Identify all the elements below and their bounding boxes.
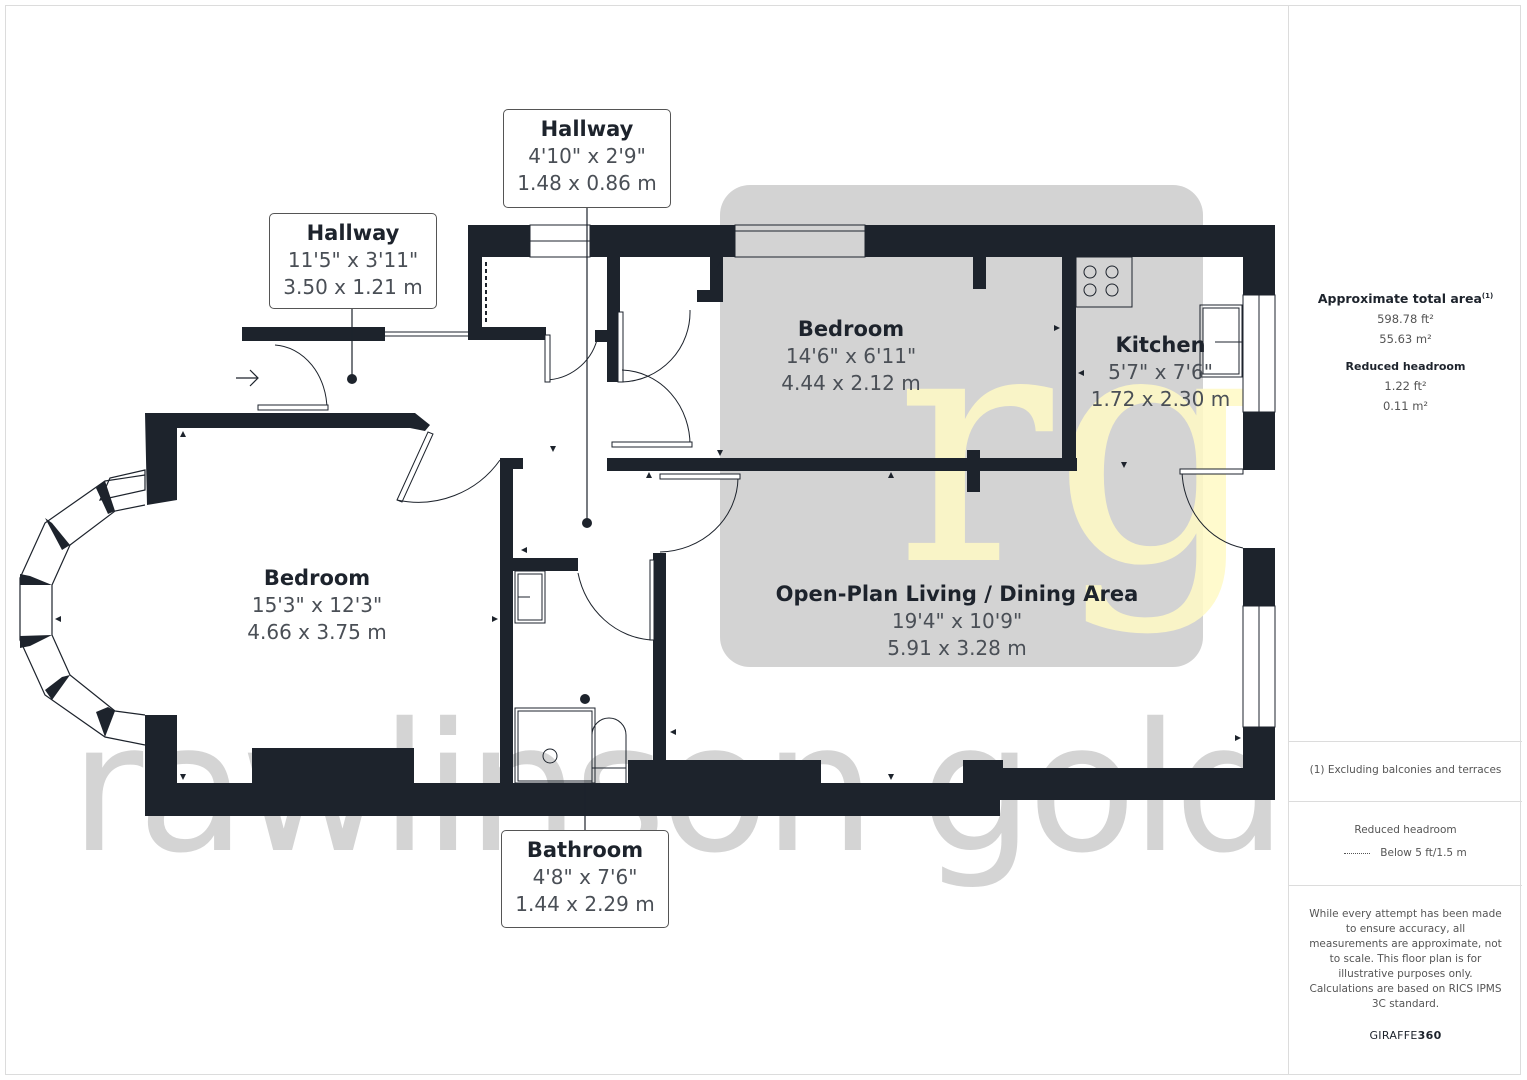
room-label-hallway-1: Hallway 11'5" x 3'11" 3.50 x 1.21 m bbox=[269, 213, 437, 309]
divider bbox=[1289, 885, 1522, 886]
room-metric: 3.50 x 1.21 m bbox=[283, 275, 423, 299]
calc-note: Calculations are based on RICS IPMS 3C s… bbox=[1309, 983, 1502, 1010]
total-area-title: Approximate total area(1) bbox=[1317, 291, 1494, 306]
room-imperial: 15'3" x 12'3" bbox=[251, 593, 383, 617]
leaders bbox=[351, 208, 588, 830]
page-frame bbox=[5, 5, 1521, 1075]
disclaimer: While every attempt has been made to ens… bbox=[1309, 908, 1502, 980]
measure-ticks bbox=[55, 262, 1241, 780]
room-label-bedroom-1: Bedroom 14'6" x 6'11" 4.44 x 2.12 m bbox=[760, 316, 942, 397]
room-label-kitchen: Kitchen 5'7" x 7'6" 1.72 x 2.30 m bbox=[1078, 332, 1243, 413]
room-name: Bedroom bbox=[797, 317, 905, 341]
windows bbox=[385, 224, 1276, 728]
room-metric: 4.66 x 3.75 m bbox=[247, 620, 387, 644]
divider bbox=[1289, 801, 1522, 802]
room-imperial: 14'6" x 6'11" bbox=[785, 344, 917, 368]
room-name: Open-Plan Living / Dining Area bbox=[775, 582, 1139, 606]
legend: Reduced headroom Below 5 ft/1.5 m bbox=[1289, 823, 1522, 861]
bay-window bbox=[19, 469, 146, 746]
room-name: Hallway bbox=[306, 221, 400, 245]
reduced-headroom-ft: 1.22 ft² bbox=[1384, 379, 1427, 393]
room-metric: 1.44 x 2.29 m bbox=[515, 892, 655, 916]
legend-item: Below 5 ft/1.5 m bbox=[1289, 846, 1522, 861]
room-metric: 5.91 x 3.28 m bbox=[887, 636, 1027, 660]
room-name: Hallway bbox=[540, 117, 634, 141]
legend-title: Reduced headroom bbox=[1354, 824, 1457, 836]
entrance-arrow-icon bbox=[236, 369, 259, 387]
marker-dots bbox=[347, 374, 592, 704]
total-area-ft: 598.78 ft² bbox=[1377, 312, 1434, 326]
room-imperial: 4'8" x 7'6" bbox=[532, 865, 638, 889]
room-imperial: 19'4" x 10'9" bbox=[891, 609, 1023, 633]
divider bbox=[1289, 741, 1522, 742]
walls bbox=[145, 225, 1275, 816]
room-metric: 1.72 x 2.30 m bbox=[1090, 387, 1231, 411]
room-metric: 1.48 x 0.86 m bbox=[517, 171, 657, 195]
fixtures bbox=[485, 256, 1243, 784]
doors bbox=[257, 309, 1244, 641]
total-area-m: 55.63 m² bbox=[1379, 332, 1432, 346]
room-label-bedroom-2: Bedroom 15'3" x 12'3" 4.66 x 3.75 m bbox=[226, 565, 408, 646]
info-sidebar: Approximate total area(1) 598.78 ft² 55.… bbox=[1288, 5, 1522, 1075]
bay-window-mullions bbox=[20, 481, 115, 737]
room-metric: 4.44 x 2.12 m bbox=[781, 371, 921, 395]
room-label-bathroom: Bathroom 4'8" x 7'6" 1.44 x 2.29 m bbox=[501, 830, 669, 928]
area-summary: Approximate total area(1) 598.78 ft² 55.… bbox=[1289, 291, 1522, 413]
reduced-headroom-m: 0.11 m² bbox=[1382, 399, 1429, 413]
footnote: (1) Excluding balconies and terraces bbox=[1309, 764, 1502, 776]
reduced-headroom-title: Reduced headroom bbox=[1345, 360, 1466, 373]
room-imperial: 5'7" x 7'6" bbox=[1108, 360, 1213, 384]
dotted-line-icon bbox=[1344, 852, 1371, 854]
highlight-area bbox=[720, 185, 1203, 667]
floor-plan: rg rawlinson gold bbox=[19, 185, 1287, 892]
room-label-hallway-2: Hallway 4'10" x 2'9" 1.48 x 0.86 m bbox=[503, 109, 671, 208]
room-name: Kitchen bbox=[1115, 333, 1206, 357]
room-label-living: Open-Plan Living / Dining Area 19'4" x 1… bbox=[752, 581, 1162, 662]
room-name: Bedroom bbox=[263, 566, 371, 590]
room-imperial: 4'10" x 2'9" bbox=[528, 144, 646, 168]
room-imperial: 11'5" x 3'11" bbox=[287, 248, 419, 272]
room-name: Bathroom bbox=[526, 838, 644, 862]
brand-logo: GIRAFFE360 bbox=[1369, 1029, 1442, 1042]
